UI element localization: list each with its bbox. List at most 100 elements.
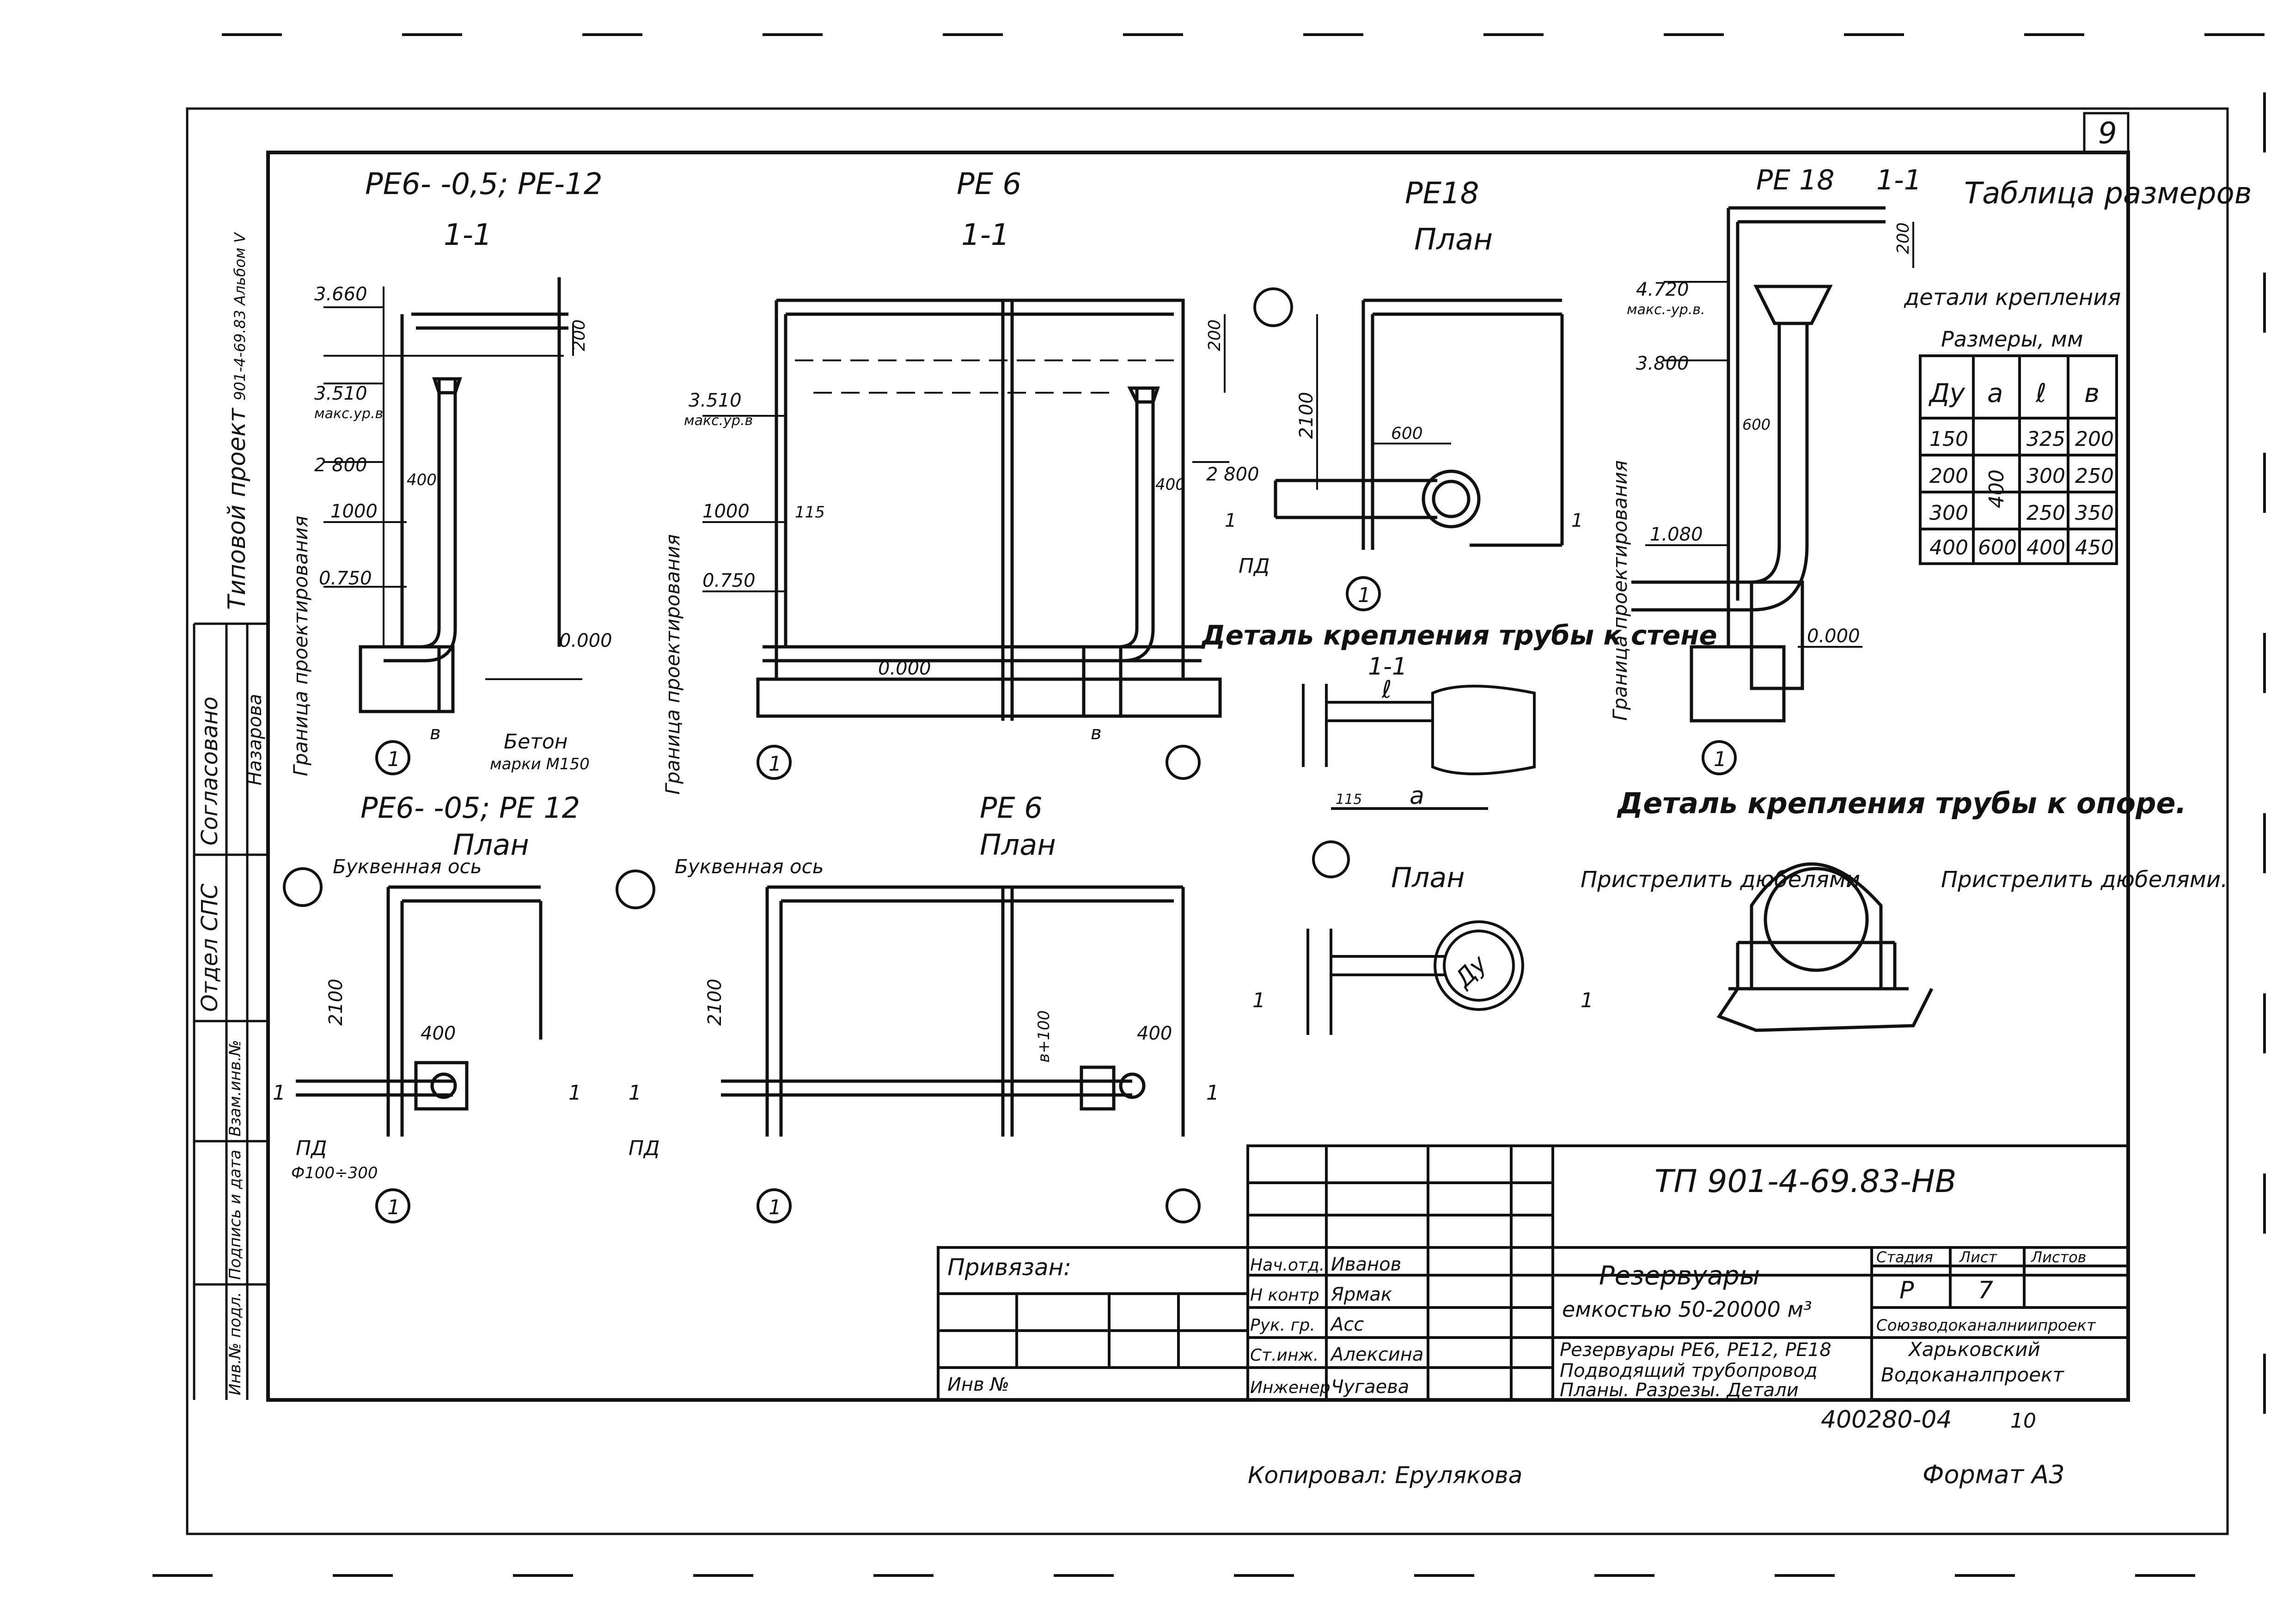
view1-d1000: 1000 [330,501,378,522]
title-role: Инженер [1250,1378,1331,1397]
table-cell: 300 [2026,464,2065,488]
title-sheets-label: Листов [2031,1248,2087,1266]
view5-pd-range: Ф100÷300 [291,1164,378,1182]
view2-maxlevel: макс.ур.в [684,413,753,429]
view3-structure [1274,298,1564,550]
view2-d400: 400 [1155,475,1185,494]
title-stage: Р [1899,1277,1914,1304]
size-table-grid [1919,354,2118,565]
table-cell: 400 [1985,469,2008,508]
table-cell: 300 [1929,501,1968,525]
view2-d0000: 0.000 [878,658,931,679]
sheet-number: 9 [2098,116,2117,151]
view4-d600: 600 [1742,416,1770,433]
view5-mark-left: 1 [273,1081,286,1105]
view6-title: РЕ 6 [980,791,1043,825]
view2-d1000: 1000 [702,501,750,522]
view5-d2100: 2100 [325,979,347,1026]
title-org-2: Харьковский [1908,1338,2040,1361]
footer-order-no: 10 [2010,1409,2036,1433]
detail-wall-section-drawing [1302,684,1536,810]
table-units: Размеры, мм [1941,327,2083,352]
view2-dims [702,314,1229,592]
trim-lines [153,33,2266,1577]
view1-dim-b: в [430,723,441,744]
view2-d200: 200 [1205,319,1224,351]
view1-d400: 400 [407,471,437,489]
detail-wall-section: 1-1 [1368,653,1407,681]
title-sheet-title-3: Планы. Разрезы. Детали [1560,1380,1799,1401]
view1-d3510: 3.510 [314,383,367,404]
detail-wall-mark-left: 1 [1252,989,1265,1012]
view1-axis-1: 1 [387,748,400,771]
view4-d3800: 3.800 [1636,353,1689,374]
table-cell: 200 [1929,464,1968,488]
table-cell: 150 [1929,427,1968,451]
side-label-3: Инв.№ подл. [226,1292,244,1395]
footer-copied: Копировал: Ерулякова [1248,1462,1522,1489]
view1-subtitle: 1-1 [444,218,492,252]
table-cell: 350 [2075,501,2114,525]
view1-d3660: 3.660 [314,284,367,305]
title-block-grid [937,1144,2130,1401]
table-cell: 400 [2026,536,2065,560]
view6-mark-left: 1 [629,1081,641,1105]
view1-d0000: 0.000 [559,630,612,651]
title-org-3: Водоканалпроект [1881,1363,2064,1386]
view5-axis-bubble-top [283,867,323,907]
view4-d4720: 4.720 [1636,279,1689,300]
view5-mark-right: 1 [568,1081,581,1105]
view6-axis-bubble-top [616,870,655,909]
view1-structure [359,277,568,713]
view6-axis-bubble-right [1166,1188,1201,1223]
title-block-bound: Привязан: [947,1254,1071,1281]
side-label-1: Взам.инв.№ [226,1040,244,1137]
view4-d0000: 0.000 [1807,626,1860,647]
view2-dim-b: в [1091,723,1102,744]
title-role: Нач.отд. [1250,1256,1325,1275]
view5-d400: 400 [421,1023,456,1044]
view5-letter-axis: Буквенная ось [333,855,482,878]
table-cell: 250 [2026,501,2065,525]
view3-axis-bubble-bottom [1346,576,1381,611]
title-name: Чугаева [1331,1376,1409,1398]
view2-d115: 115 [795,503,825,522]
view6-axis-1: 1 [769,1196,781,1219]
table-cell: 325 [2026,427,2065,451]
table-cell: 400 [1929,536,1968,560]
view4-maxlevel: макс.-ур.в. [1627,302,1705,318]
side-typical-project: Типовой проект 901-4-69.83 Альбом V [223,232,251,610]
view4-dims [1645,222,1914,648]
title-role: Ст.инж. [1250,1346,1318,1365]
view1-d2800: 2 800 [314,455,367,476]
view6-letter-axis: Буквенная ось [675,855,824,878]
view6-structure [721,885,1185,1137]
detail-support-title: Деталь крепления трубы к опоре. [1617,786,2186,820]
view2-subtitle: 1-1 [961,218,1010,252]
view3-d2100: 2100 [1296,392,1317,439]
view5-axis-1: 1 [387,1196,400,1219]
size-table: Ду а ℓ в 150 200 300 400 400 600 325 300… [1928,378,2114,560]
table-cell: 250 [2075,464,2114,488]
view4-title: РЕ 18 [1756,164,1835,196]
view1-maxlevel: макс.ур.в [314,406,383,422]
title-object-line2: емкостью 50-20000 м³ [1562,1297,1812,1322]
title-object-line1: Резервуары [1599,1261,1760,1291]
footer-order: 400280-04 [1821,1406,1952,1434]
view3-subtitle: План [1414,223,1493,257]
sheet-number-box [2083,112,2130,154]
table-header: Ду [1928,378,1965,408]
detail-wall-mark-right: 1 [1581,989,1593,1012]
view5-pd: ПД [296,1137,327,1160]
title-stage-label: Стадия [1876,1248,1933,1266]
title-block-code: ТП 901-4-69.83-НВ [1654,1163,1956,1200]
view3-section-mark-right: 1 [1571,510,1583,531]
view2-d2800: 2 800 [1206,464,1259,485]
title-role: Рук. гр. [1250,1316,1315,1335]
table-header: в [2084,378,2100,408]
view4-d1080: 1.080 [1650,524,1703,545]
detail-wall-dim-a: а [1410,782,1424,810]
detail-support-drawing [1716,862,1934,1032]
view4-design-boundary: Граница проектирования [1609,460,1631,721]
title-name: Иванов [1331,1254,1401,1275]
